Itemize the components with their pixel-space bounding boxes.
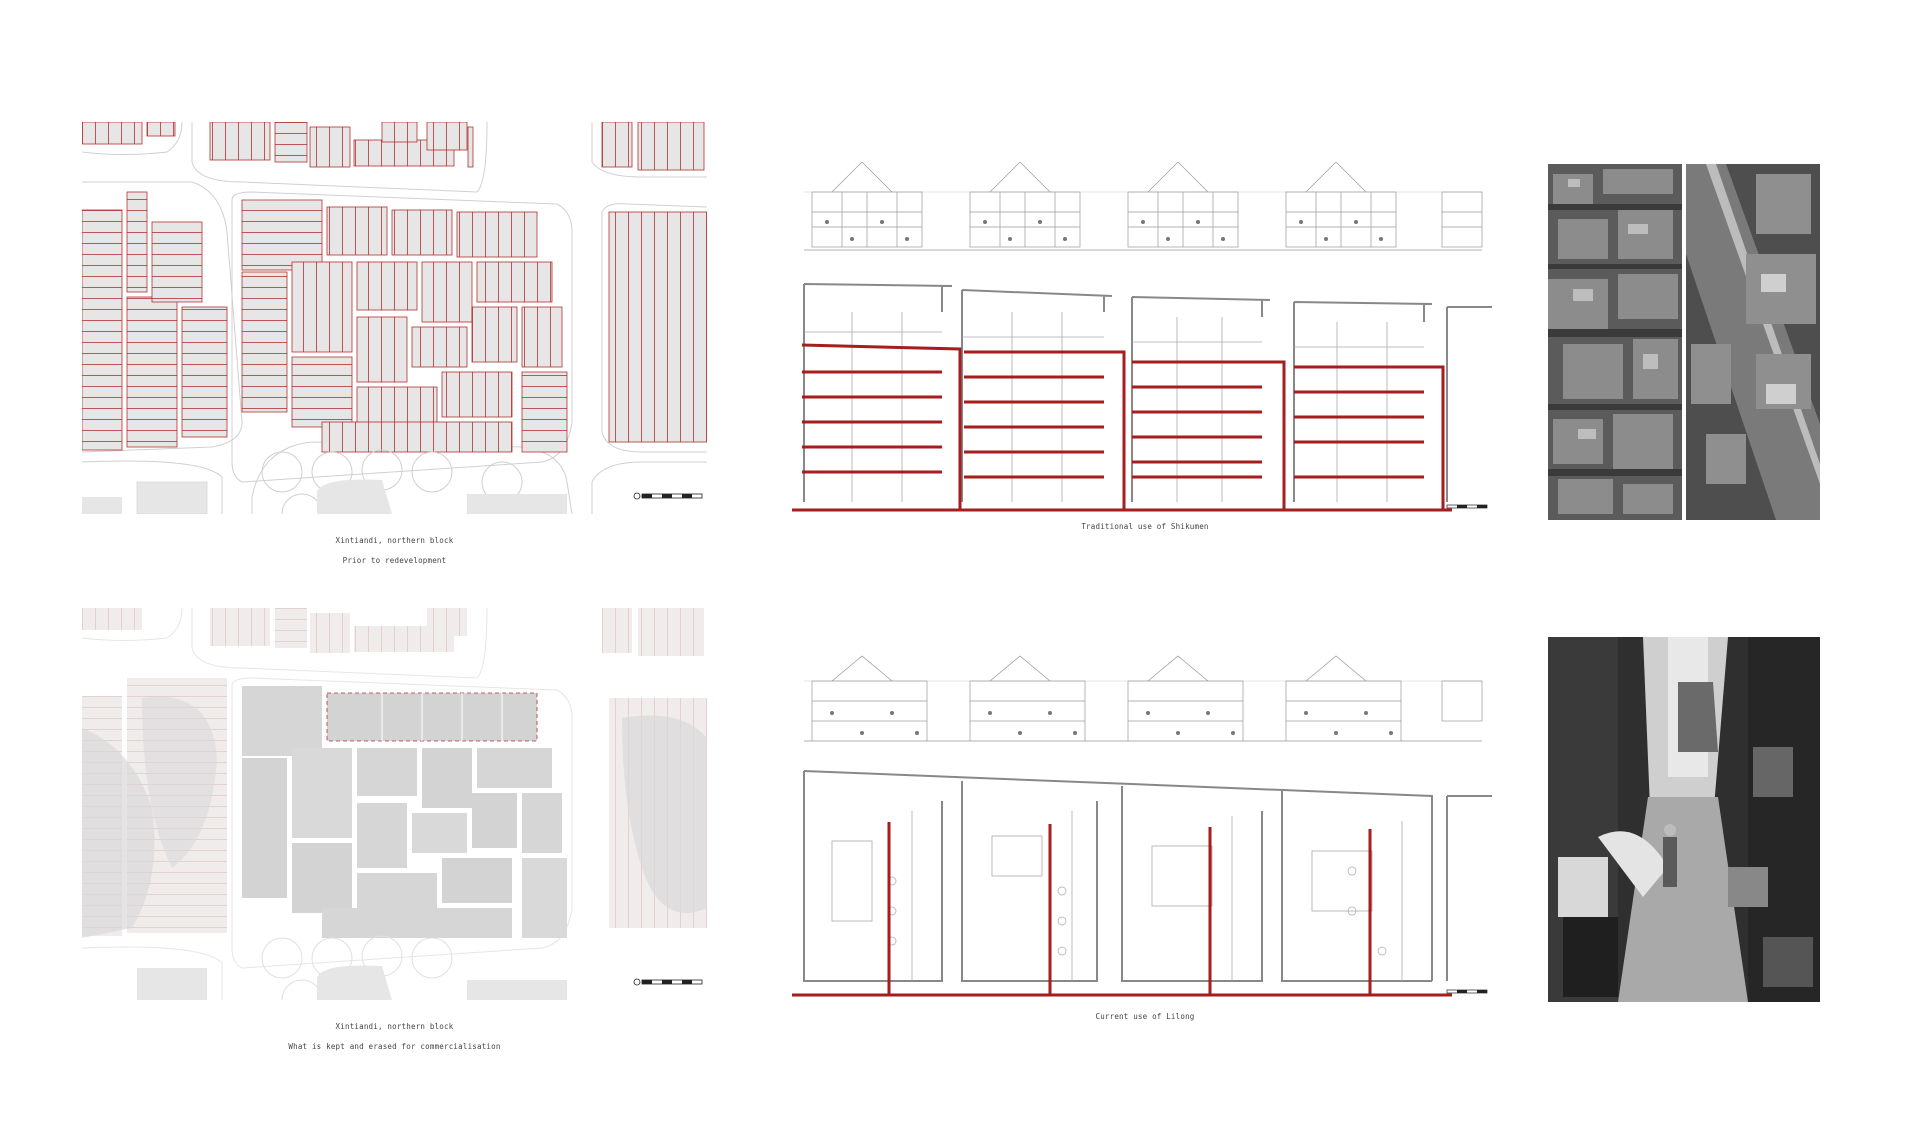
- lilong-alley-photo: [1548, 637, 1820, 1002]
- map-kept-caption-line2: What is kept and erased for commercialis…: [288, 1042, 501, 1051]
- map-kept-drawing: [82, 608, 707, 1000]
- map-kept-caption: Xintiandi, northern block What is kept a…: [232, 1012, 557, 1052]
- aerial-photo-left: [1548, 164, 1682, 520]
- map-prior-caption: Xintiandi, northern block Prior to redev…: [282, 526, 507, 566]
- map-prior-drawing: [82, 122, 707, 514]
- map-kept-caption-line1: Xintiandi, northern block: [335, 1022, 454, 1031]
- aerial-photo-right-image: [1686, 164, 1820, 520]
- shikumen-section-plan: [792, 162, 1492, 522]
- aerial-photo-right: [1686, 164, 1820, 520]
- shikumen-drawing: [792, 162, 1492, 512]
- aerial-photo-left-image: [1548, 164, 1682, 520]
- lilong-caption: Current use of Lilong: [1095, 1012, 1195, 1021]
- lilong-drawing: [792, 655, 1492, 997]
- map-prior-caption-line1: Xintiandi, northern block: [335, 536, 454, 545]
- map-prior-caption-line2: Prior to redevelopment: [342, 556, 447, 565]
- map-kept-and-erased: [82, 608, 707, 1000]
- lilong-section-plan: [792, 651, 1492, 1016]
- shikumen-caption: Traditional use of Shikumen: [1081, 522, 1209, 531]
- lilong-alley-photo-image: [1548, 637, 1820, 1002]
- map-prior-to-redevelopment: [82, 122, 707, 514]
